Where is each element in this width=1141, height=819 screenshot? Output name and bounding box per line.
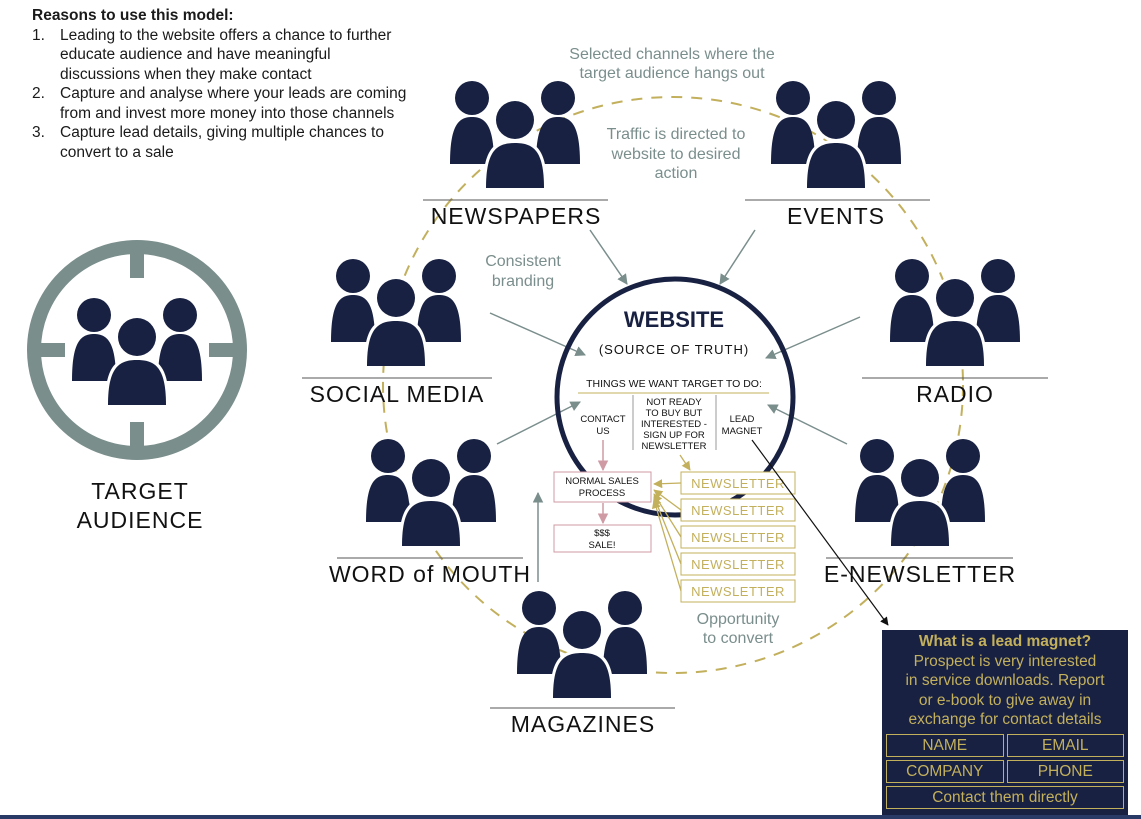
lead-magnet-title: What is a lead magnet? bbox=[918, 633, 1092, 650]
reason-number: 2. bbox=[32, 85, 45, 102]
sale-line2: SALE! bbox=[589, 540, 616, 551]
annotation-opportunity-line2: to convert bbox=[703, 630, 774, 647]
reason-text: Leading to the website offers a chance t… bbox=[60, 26, 392, 83]
reason-item: 3. Capture lead details, giving multiple … bbox=[32, 123, 412, 162]
magazines-people-icon bbox=[517, 591, 647, 698]
newsletter-label-3: NEWSLETTER bbox=[691, 530, 785, 545]
social-media-people-icon bbox=[331, 259, 461, 366]
reason-text: Capture lead details, giving multiple ch… bbox=[60, 124, 384, 161]
lead-magnet-body-line4: exchange for contact details bbox=[908, 711, 1102, 728]
reason-item: 2. Capture and analyse where your leads a… bbox=[32, 84, 412, 123]
channel-label-radio: RADIO bbox=[916, 381, 994, 407]
channel-label-newspapers: NEWSPAPERS bbox=[431, 203, 602, 229]
field-phone: PHONE bbox=[1006, 759, 1124, 783]
annotation-branding-line1: Consistent bbox=[485, 253, 561, 270]
newspapers-people-icon bbox=[450, 81, 580, 188]
field-email: EMAIL bbox=[1006, 733, 1124, 757]
reasons-panel: Reasons to use this model: 1. Leading to … bbox=[32, 6, 412, 162]
website-subtitle: (SOURCE OF TRUTH) bbox=[599, 342, 749, 357]
lead-magnet-arrow bbox=[751, 439, 889, 626]
channel-label-e-newsletter: E-NEWSLETTER bbox=[824, 561, 1016, 587]
reason-item: 1. Leading to the website offers a chance… bbox=[32, 26, 412, 85]
option-notready-line2: TO BUY BUT bbox=[646, 408, 703, 419]
newsletter-label-1: NEWSLETTER bbox=[691, 476, 785, 491]
option-notready-line5: NEWSLETTER bbox=[642, 441, 707, 452]
reason-number: 3. bbox=[32, 124, 45, 141]
channel-ring bbox=[382, 96, 964, 674]
website-things-label: THINGS WE WANT TARGET TO DO: bbox=[586, 378, 762, 390]
website-circle bbox=[554, 276, 796, 518]
radio-people-icon bbox=[890, 259, 1020, 366]
annotation-selected-channels-line2: target audience hangs out bbox=[579, 65, 765, 82]
field-name: NAME bbox=[886, 733, 1004, 757]
audience-people-icon bbox=[72, 298, 202, 405]
reason-number: 1. bbox=[32, 26, 45, 44]
reason-text: Capture and analyse where your leads are… bbox=[60, 85, 407, 122]
option-notready-line3: INTERESTED - bbox=[641, 419, 707, 430]
annotation-traffic-line3: action bbox=[655, 165, 698, 182]
contact-directly-action: Contact them directly bbox=[886, 785, 1124, 809]
lead-magnet-body-line1: Prospect is very interested bbox=[913, 652, 1097, 670]
lead-magnet-box: What is a lead magnet? Prospect is very … bbox=[882, 630, 1128, 815]
annotation-branding-line2: branding bbox=[492, 273, 554, 290]
option-contact-line1: CONTACT bbox=[580, 414, 625, 425]
annotation-traffic-line1: Traffic is directed to bbox=[607, 126, 746, 143]
sale-line1: $$$ bbox=[594, 528, 611, 539]
normal-sales-box bbox=[553, 471, 652, 503]
option-contact-line2: US bbox=[596, 426, 609, 437]
reasons-title: Reasons to use this model: bbox=[32, 7, 234, 24]
reasons-list: 1. Leading to the website offers a chance… bbox=[32, 26, 412, 163]
lead-magnet-body-line2: in service downloads. Report bbox=[905, 672, 1105, 689]
field-company: COMPANY bbox=[886, 759, 1004, 783]
option-notready-line4: SIGN UP FOR bbox=[643, 430, 705, 441]
target-icon bbox=[27, 240, 247, 460]
newsletter-label-5: NEWSLETTER bbox=[691, 584, 785, 599]
lead-magnet-body-line3: or e-book to give away in bbox=[918, 691, 1092, 709]
option-lead-line1: LEAD bbox=[730, 414, 755, 425]
website-title: WEBSITE bbox=[624, 307, 724, 332]
events-people-icon bbox=[771, 81, 901, 188]
sale-box bbox=[553, 524, 652, 553]
newsletter-stack: NEWSLETTER NEWSLETTER NEWSLETTER NEWSLET… bbox=[680, 471, 796, 603]
normal-sales-line2: PROCESS bbox=[579, 488, 625, 499]
annotation-selected-channels-line1: Selected channels where the bbox=[569, 46, 775, 63]
newsletter-arrows bbox=[651, 454, 691, 592]
newsletter-label-4: NEWSLETTER bbox=[691, 557, 785, 572]
e-newsletter-people-icon bbox=[855, 439, 985, 546]
annotation-opportunity-line1: Opportunity bbox=[697, 611, 780, 628]
channel-underlines bbox=[302, 199, 1048, 709]
word-of-mouth-people-icon bbox=[366, 439, 496, 546]
channel-label-magazines: MAGAZINES bbox=[511, 711, 655, 737]
channel-label-social-media: SOCIAL MEDIA bbox=[310, 381, 485, 407]
bottom-border-bar bbox=[0, 815, 1141, 819]
contact-fields-grid: NAME EMAIL COMPANY PHONE Contact them di… bbox=[886, 733, 1124, 809]
channel-label-word-of-mouth: WORD of MOUTH bbox=[329, 561, 531, 587]
target-label-line1: TARGET bbox=[91, 478, 189, 504]
option-lead-line2: MAGNET bbox=[722, 426, 763, 437]
annotation-traffic-line2: website to desired bbox=[611, 146, 741, 163]
option-notready-line1: NOT READY bbox=[646, 397, 702, 408]
newsletter-label-2: NEWSLETTER bbox=[691, 503, 785, 518]
channel-label-events: EVENTS bbox=[787, 203, 885, 229]
normal-sales-line1: NORMAL SALES bbox=[565, 476, 639, 487]
target-label-line2: AUDIENCE bbox=[77, 507, 204, 533]
